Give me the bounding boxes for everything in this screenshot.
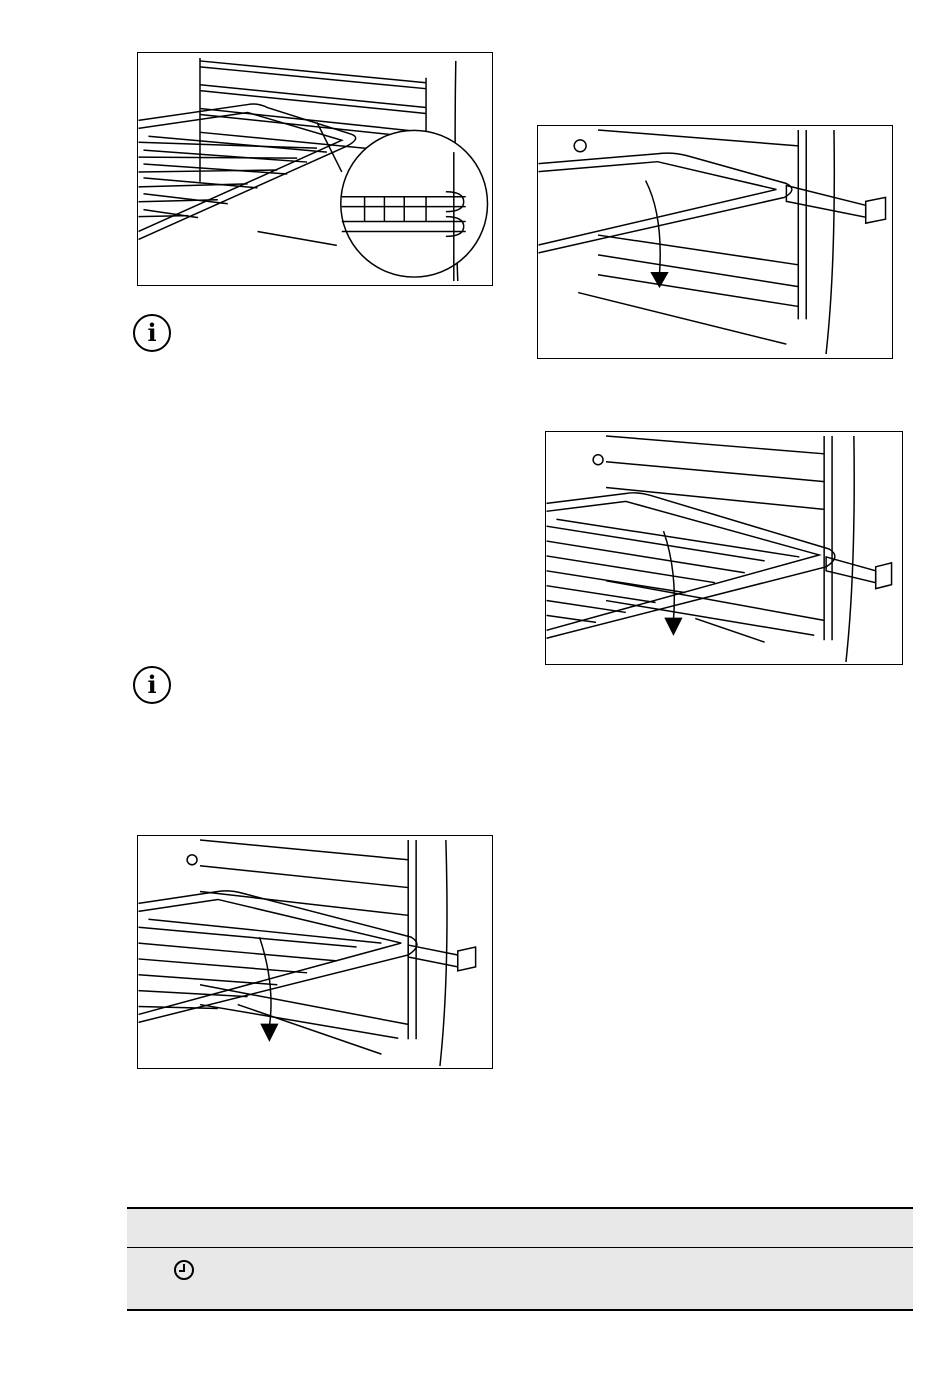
shelf-detail-illustration xyxy=(138,53,492,285)
wire-shelf xyxy=(547,493,835,638)
shelf-on-runner-illustration xyxy=(546,432,902,664)
info-glyph: i xyxy=(135,319,169,347)
info-glyph: i xyxy=(135,671,169,699)
telescopic-runner-illustration xyxy=(538,126,892,358)
wire-shelf xyxy=(139,104,356,245)
telescopic-runner xyxy=(826,557,891,589)
wire-shelf xyxy=(139,891,417,1023)
figure-telescopic-runner-2 xyxy=(545,431,903,665)
telescopic-runner xyxy=(408,945,475,971)
shelf-on-runner-illustration xyxy=(138,836,492,1068)
table-row-separator xyxy=(127,1247,913,1248)
figure-telescopic-runner-3 xyxy=(137,835,493,1069)
oven-side-rails xyxy=(574,130,834,354)
figure-shelf-detail xyxy=(137,52,493,286)
figure-telescopic-runner-1 xyxy=(537,125,893,359)
arrow-down xyxy=(646,181,668,287)
wire-shelf xyxy=(539,153,792,253)
info-icon: i xyxy=(133,314,171,352)
function-table xyxy=(127,1207,913,1311)
telescopic-runner xyxy=(786,185,885,223)
clock-icon xyxy=(173,1259,195,1281)
info-icon: i xyxy=(133,666,171,704)
